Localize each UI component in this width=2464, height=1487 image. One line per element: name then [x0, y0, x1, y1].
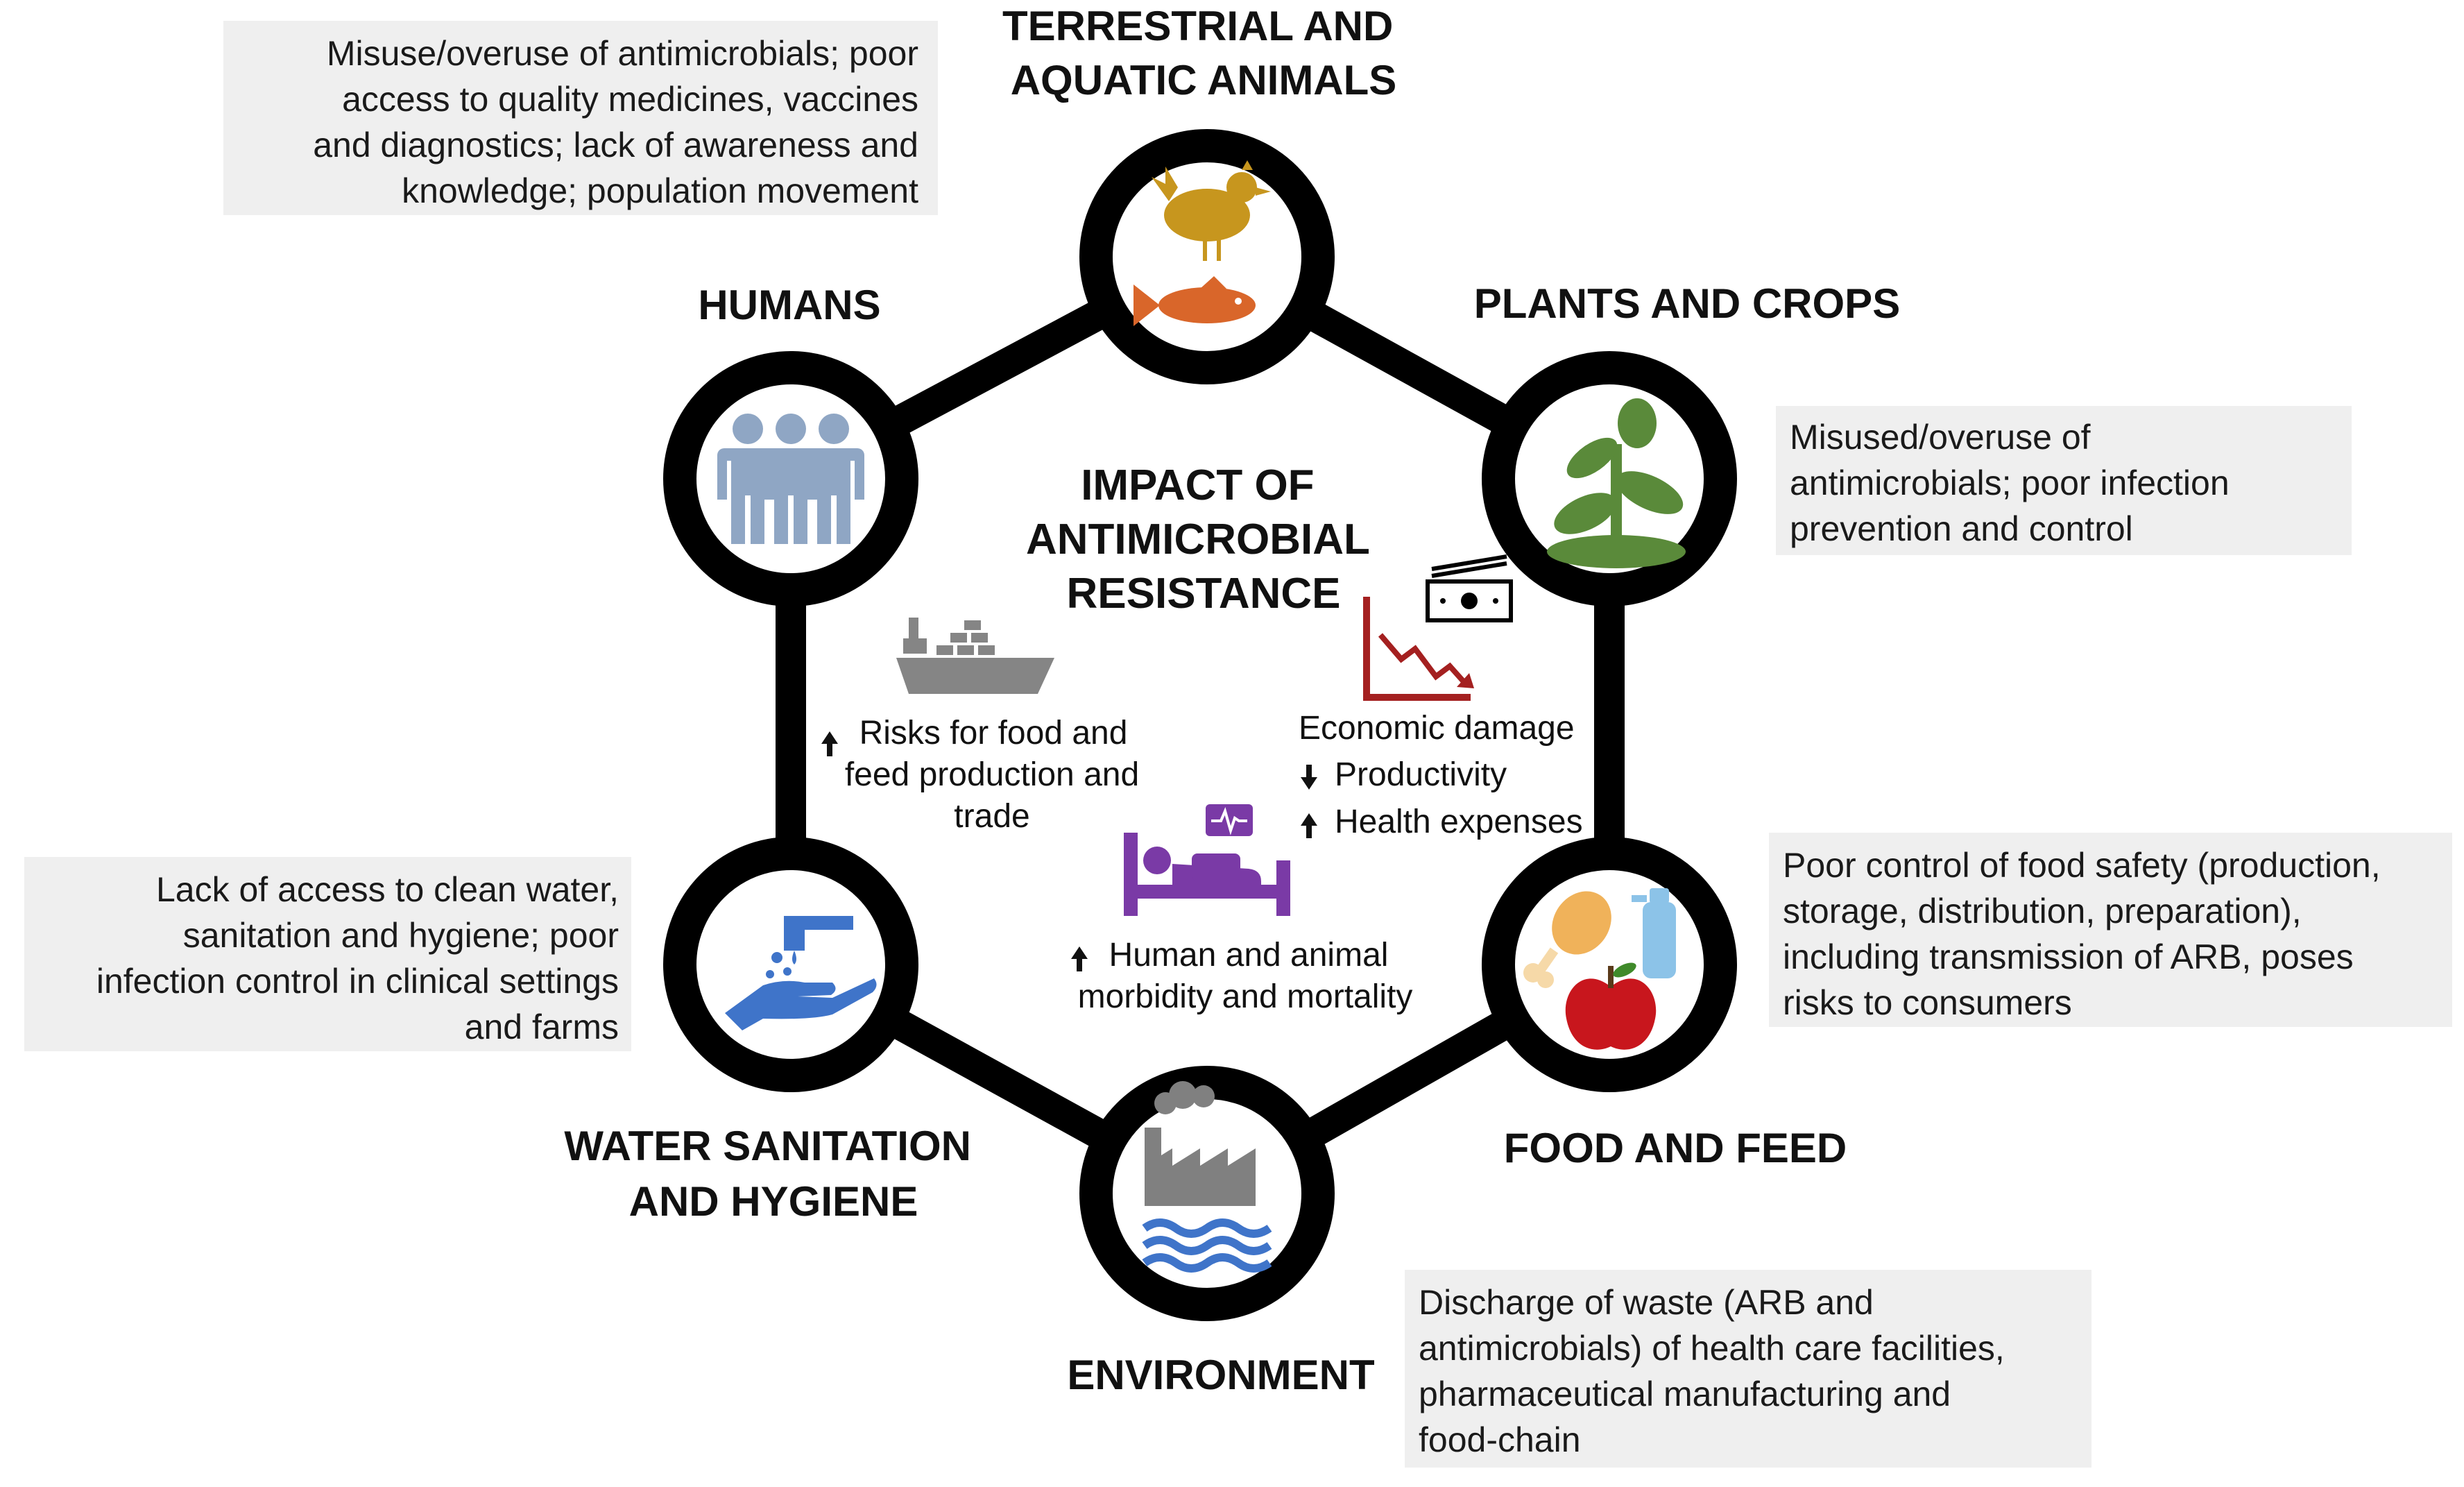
box-animals-line: Misuse/overuse of antimicrobials; poor	[326, 34, 918, 73]
economic-impact: Economic damage Productivity Health expe…	[1299, 710, 1583, 840]
box-plants-line: Misused/overuse of	[1790, 418, 2091, 457]
water-waves-icon	[1142, 1218, 1272, 1273]
box-animals-line: access to quality medicines, vaccines	[342, 80, 918, 119]
title-environment: ENVIRONMENT	[1067, 1352, 1374, 1398]
box-environment-line: pharmaceutical manufacturing and	[1419, 1375, 1951, 1413]
up-arrow-icon	[821, 731, 838, 756]
box-water-line: sanitation and hygiene; poor	[182, 916, 619, 955]
box-animals-line: knowledge; population movement	[402, 171, 918, 210]
box-plants-line: prevention and control	[1790, 509, 2133, 548]
economic-item-productivity: Productivity	[1335, 756, 1507, 793]
health-line-1: Human and animal	[1109, 937, 1389, 974]
box-water: Lack of access to clean water, sanitatio…	[24, 857, 631, 1051]
bottle-icon	[1632, 888, 1676, 978]
box-food: Poor control of food safety (production,…	[1769, 833, 2452, 1027]
plant-icon	[1547, 398, 1686, 568]
health-impact: Human and animal morbidity and mortality	[1071, 937, 1412, 1015]
box-animals: Misuse/overuse of antimicrobials; poor a…	[223, 21, 938, 215]
box-animals-line: and diagnostics; lack of awareness and	[313, 126, 918, 164]
box-plants: Misused/overuse of antimicrobials; poor …	[1776, 406, 2352, 555]
box-food-line: risks to consumers	[1783, 983, 2072, 1022]
chicken-icon	[1152, 160, 1271, 261]
box-water-line: Lack of access to clean water,	[155, 870, 619, 909]
fish-icon	[1133, 276, 1256, 326]
heart-monitor-icon	[1206, 804, 1253, 836]
box-food-line: including transmission of ARB, poses	[1783, 937, 2354, 976]
trade-line-2: feed production and	[845, 756, 1139, 793]
title-humans: HUMANS	[698, 282, 880, 328]
factory-icon	[1145, 1081, 1256, 1206]
box-plants-line: antimicrobials; poor infection	[1790, 464, 2230, 502]
node-circle-water	[663, 837, 918, 1092]
node-circle-plants	[1482, 351, 1737, 606]
box-food-line: storage, distribution, preparation),	[1783, 892, 2302, 931]
decline-chart-icon	[1363, 597, 1474, 701]
cargo-ship-icon	[896, 618, 1054, 694]
box-water-line: and farms	[464, 1008, 619, 1046]
box-food-line: Poor control of food safety (production,	[1783, 846, 2381, 885]
tap-hand-icon	[725, 916, 877, 1030]
box-environment-line: food-chain	[1419, 1420, 1581, 1459]
up-arrow-icon	[1301, 813, 1317, 838]
health-line-2: morbidity and mortality	[1078, 978, 1413, 1015]
down-arrow-icon	[1301, 765, 1317, 790]
people-icon	[717, 414, 864, 544]
box-environment-line: antimicrobials) of health care facilitie…	[1419, 1329, 2005, 1368]
apple-icon	[1565, 962, 1657, 1050]
chicken-leg-icon	[1523, 891, 1611, 988]
title-food: FOOD AND FEED	[1504, 1125, 1847, 1171]
trade-impact: Risks for food and feed production and t…	[821, 715, 1139, 835]
box-environment-line: Discharge of waste (ARB and	[1419, 1283, 1874, 1322]
economic-line-1: Economic damage	[1299, 710, 1575, 747]
hospital-bed-icon	[1124, 833, 1290, 916]
trade-line-1: Risks for food and	[859, 715, 1128, 751]
title-plants: PLANTS AND CROPS	[1474, 280, 1900, 327]
up-arrow-icon	[1071, 946, 1088, 971]
trade-line-3: trade	[954, 798, 1029, 835]
title-animals: TERRESTRIAL AND AQUATIC ANIMALS	[1002, 3, 1405, 103]
box-environment: Discharge of waste (ARB and antimicrobia…	[1405, 1270, 2091, 1468]
economic-item-health-expenses: Health expenses	[1335, 804, 1583, 840]
title-water: WATER SANITATION AND HYGIENE	[564, 1123, 982, 1225]
box-water-line: infection control in clinical settings	[96, 962, 619, 1001]
money-icon	[1426, 554, 1513, 622]
center-title: IMPACT OF ANTIMICROBIAL RESISTANCE	[1026, 461, 1381, 618]
